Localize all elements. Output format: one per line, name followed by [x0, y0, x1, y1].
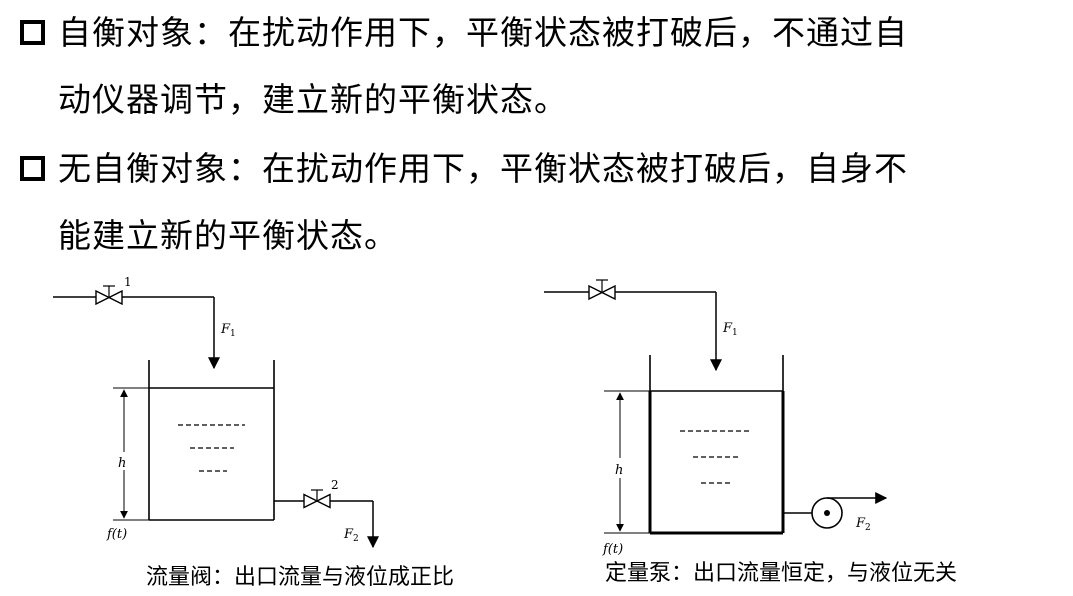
outlet-valve-icon: [303, 489, 331, 509]
right-diagram-caption: 定量泵：出口流量恒定，与液位无关: [605, 561, 958, 586]
right-tank-diagram: [544, 279, 888, 535]
left-diagram-caption: 流量阀：出口流量与液位成正比: [146, 565, 455, 590]
inlet-valve-icon: [95, 285, 123, 306]
right-inlet-valve-icon: [588, 279, 616, 301]
right-inflow-label: F1: [722, 321, 738, 338]
left-outflow-label: F2: [343, 527, 359, 544]
left-inflow-label: F1: [220, 322, 236, 339]
left-level-label: h: [118, 456, 126, 471]
right-level-label: h: [615, 463, 623, 478]
outlet-valve-number: 2: [331, 478, 339, 492]
left-tank-diagram: [53, 285, 379, 549]
pump-icon: [811, 492, 888, 529]
right-outflow-label: F2: [855, 516, 871, 533]
bullet-2-line-1: 无自衡对象：在扰动作用下，平衡状态被打破后，自身不: [58, 149, 908, 188]
bullet-2-line-2: 能建立新的平衡状态。: [58, 216, 398, 255]
right-time-label: f(t): [602, 542, 623, 557]
left-time-label: f(t): [106, 527, 127, 542]
bullet-1-line-1: 自衡对象：在扰动作用下，平衡状态被打破后，不通过自: [58, 13, 908, 52]
bullet-1-line-2: 动仪器调节，建立新的平衡状态。: [58, 80, 568, 119]
inlet-valve-number: 1: [124, 275, 132, 289]
bullet-square-icon-1: [20, 20, 45, 45]
bullet-square-icon-2: [20, 156, 45, 181]
